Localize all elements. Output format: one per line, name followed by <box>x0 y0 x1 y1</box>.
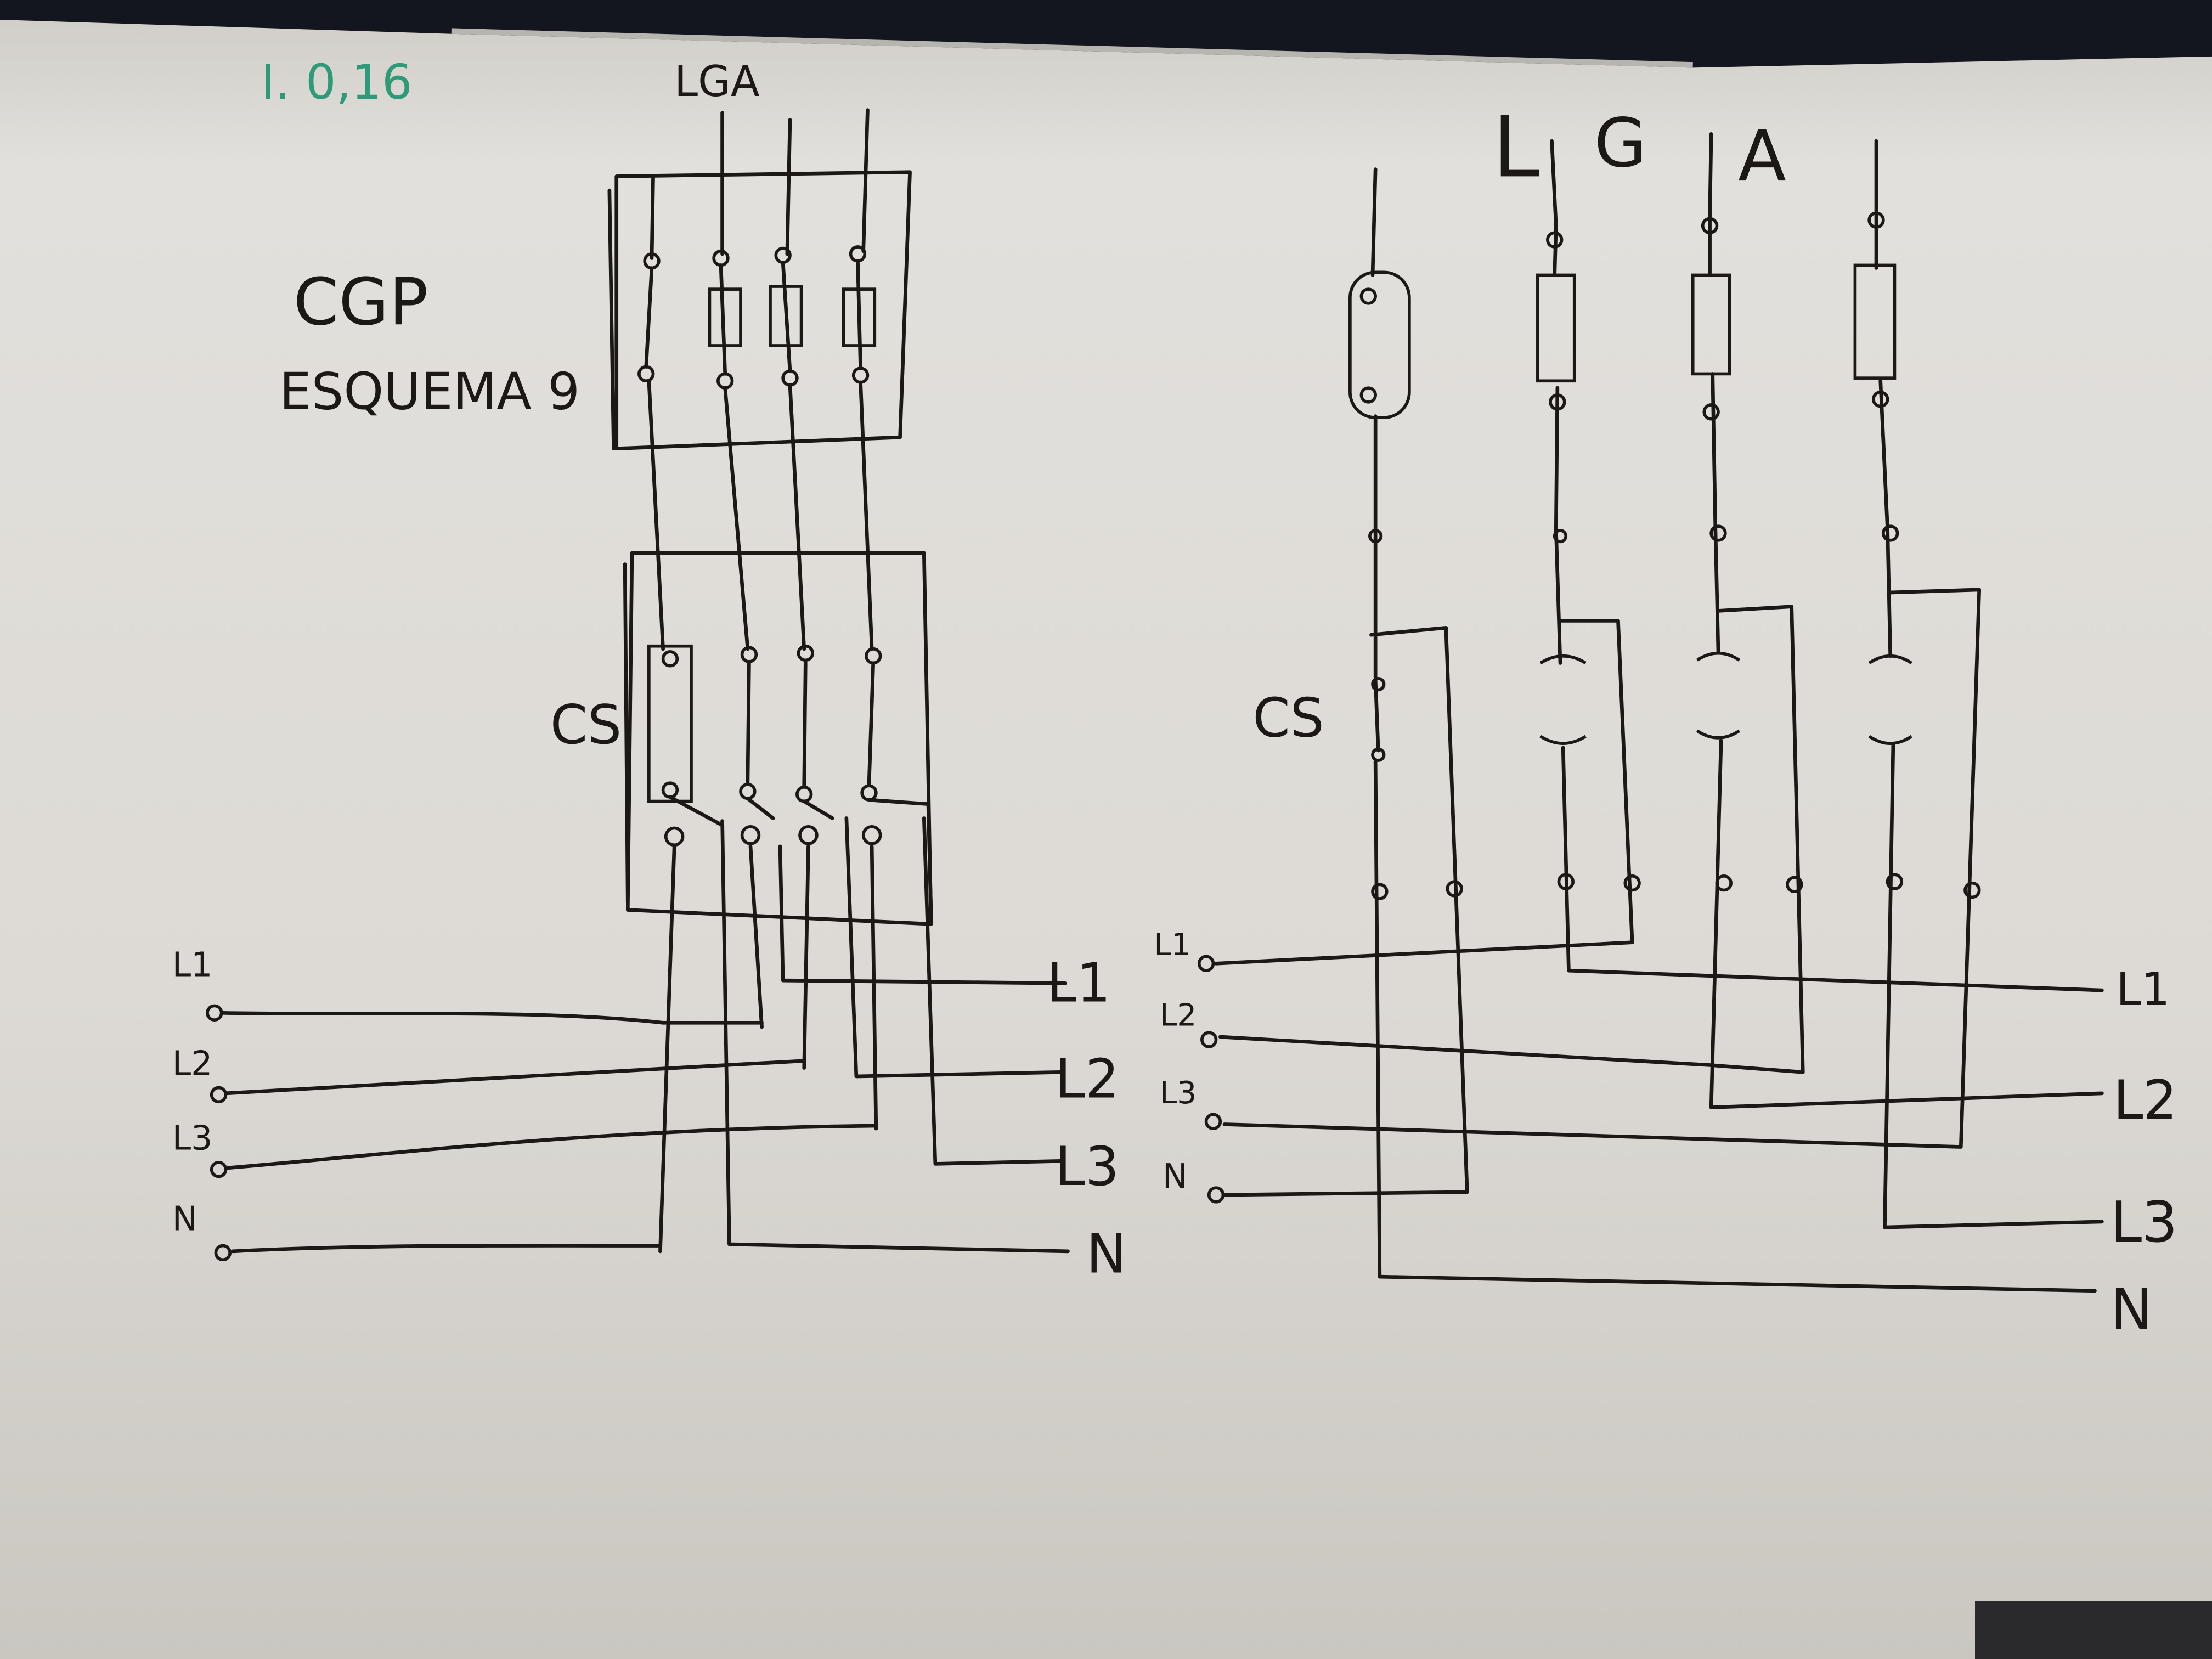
lga-letter-g: G <box>1594 104 1647 183</box>
cs-label-right: CS <box>1252 687 1324 749</box>
right-output-l2: L2 <box>2113 1069 2177 1132</box>
right-input-terminals <box>1197 955 1225 1204</box>
cgp-box <box>607 170 912 451</box>
scheme-label: ESQUEMA 9 <box>279 362 580 421</box>
whiteboard-frame-top <box>0 0 2212 68</box>
cs-label-left: CS <box>550 694 622 757</box>
lga-letter-l: L <box>1493 98 1540 196</box>
lga-label: LGA <box>674 57 760 106</box>
right-output-l3: L3 <box>2111 1190 2178 1255</box>
green-note: I. 0,16 <box>261 54 413 110</box>
left-input-l2: L2 <box>172 1043 213 1083</box>
cgp-fuses <box>708 285 877 347</box>
cgp-label: CGP <box>294 264 428 340</box>
right-input-l2: L2 <box>1160 997 1197 1033</box>
cs-box-left <box>623 551 933 926</box>
right-output-l1: L1 <box>2116 963 2170 1015</box>
left-input-l1: L1 <box>172 945 213 984</box>
right-input-l3: L3 <box>1160 1075 1197 1111</box>
right-input-l1: L1 <box>1154 927 1191 963</box>
left-output-l3: L3 <box>1055 1136 1119 1198</box>
right-diagram: L G A CS L1 L2 L3 N L1 L2 L3 <box>1154 98 2177 1342</box>
left-output-l1: L1 <box>1047 952 1111 1015</box>
left-output-l2: L2 <box>1055 1048 1119 1111</box>
left-input-n: N <box>172 1199 198 1238</box>
left-input-l3: L3 <box>172 1119 213 1158</box>
right-input-n: N <box>1163 1156 1188 1196</box>
left-input-terminals <box>206 1004 232 1262</box>
left-output-n: N <box>1086 1223 1126 1285</box>
lga-letter-a: A <box>1738 116 1786 198</box>
marker-tray <box>1975 1601 2212 1659</box>
right-output-n: N <box>2111 1277 2153 1342</box>
left-diagram: LGA CGP ESQUEMA 9 CS L1 L <box>172 57 1126 1286</box>
